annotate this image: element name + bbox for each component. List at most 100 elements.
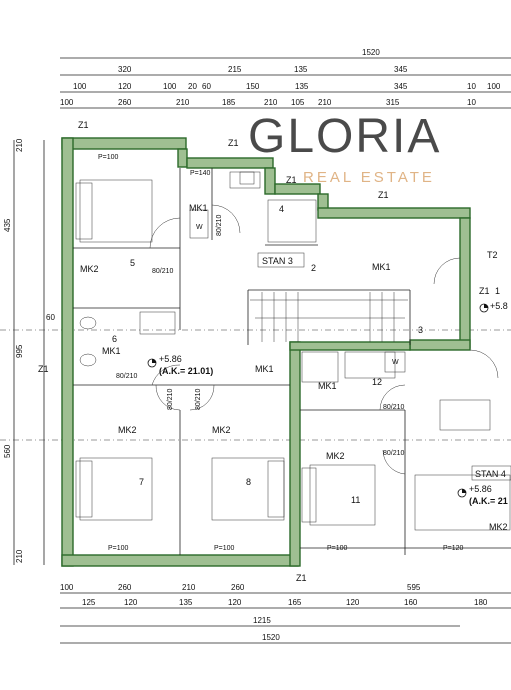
mark-w-a: W bbox=[196, 224, 203, 231]
mark-z1-f: Z1 bbox=[38, 364, 49, 374]
mark-mk1-a: MK1 bbox=[189, 203, 208, 213]
doors bbox=[149, 204, 499, 475]
label-stan-3: STAN 3 bbox=[262, 256, 293, 266]
dim-top-r4-1: 100 bbox=[60, 98, 74, 107]
staircase bbox=[250, 292, 408, 342]
room-number-4: 4 bbox=[279, 204, 284, 214]
dim-top-r3-8: 345 bbox=[394, 82, 408, 91]
mark-door-c: 80/210 bbox=[383, 404, 405, 411]
dim-bot-r2-3: 135 bbox=[179, 598, 193, 607]
dim-top-r3-3: 100 bbox=[163, 82, 177, 91]
mark-p100-b: P=100 bbox=[108, 545, 129, 552]
mark-p140: P=140 bbox=[190, 170, 211, 177]
level-ak-a: (A.K.= 21.01) bbox=[159, 366, 213, 376]
mark-mk2-a: MK2 bbox=[80, 264, 99, 274]
dim-top-r4-7: 210 bbox=[318, 98, 332, 107]
dim-top-r4-5: 210 bbox=[264, 98, 278, 107]
room-number-6: 6 bbox=[112, 334, 117, 344]
level-marks: +5.86 (A.K.= 21.01) +5.86 (A.K.= 21 +5.8 bbox=[147, 301, 508, 506]
furniture bbox=[75, 171, 511, 531]
mark-z1-b: Z1 bbox=[228, 138, 239, 148]
room-number-11: 11 bbox=[351, 495, 360, 505]
dim-top-r3-9: 10 bbox=[467, 82, 476, 91]
dim-top-r3-5: 60 bbox=[202, 82, 211, 91]
company-logo: GLORIA REAL ESTATE bbox=[248, 110, 441, 186]
exterior-walls bbox=[61, 137, 471, 567]
room-number-3: 3 bbox=[418, 325, 423, 335]
dim-bot-r2-2: 120 bbox=[124, 598, 138, 607]
mark-z1-g: Z1 bbox=[296, 573, 307, 583]
dim-bot-r2-4: 120 bbox=[228, 598, 242, 607]
dim-top-r2-2: 215 bbox=[228, 65, 242, 74]
dim-left-3: 60 bbox=[46, 313, 55, 322]
dim-bot-r2-8: 180 bbox=[474, 598, 488, 607]
dim-top-r3-6: 150 bbox=[246, 82, 260, 91]
mark-p100-a: P=100 bbox=[98, 154, 119, 161]
mark-w-b: W bbox=[392, 359, 399, 366]
mark-mk1-b: MK1 bbox=[372, 262, 391, 272]
dim-bot-r2-7: 160 bbox=[404, 598, 418, 607]
mark-door-e: 80/210 bbox=[216, 214, 223, 236]
logo-name: GLORIA bbox=[248, 110, 441, 163]
level-value-c: +5.8 bbox=[490, 301, 508, 311]
plan-markers: Z1 Z1 Z1 Z1 Z1 Z1 Z1 MK1 MK1 MK1 MK1 MK1… bbox=[38, 120, 508, 583]
mark-door-g: 80/210 bbox=[195, 388, 202, 410]
dim-top-r3-10: 100 bbox=[487, 82, 501, 91]
mark-door-f: 80/210 bbox=[167, 388, 174, 410]
mark-door-b: 80/210 bbox=[116, 373, 138, 380]
dim-bot-r1-5: 595 bbox=[407, 583, 421, 592]
dim-left-2: 435 bbox=[3, 218, 12, 232]
axis-lines bbox=[0, 329, 511, 441]
mark-z1-d: Z1 bbox=[378, 190, 389, 200]
mark-door-d: 80/210 bbox=[383, 450, 405, 457]
level-value-a: +5.86 bbox=[159, 354, 182, 364]
logo-subtitle: REAL ESTATE bbox=[303, 169, 435, 186]
dim-top-r2-3: 135 bbox=[294, 65, 308, 74]
mark-mk1-d: MK1 bbox=[255, 364, 274, 374]
room-number-8: 8 bbox=[246, 477, 251, 487]
dim-top-total: 1520 bbox=[362, 48, 380, 57]
mark-mk2-e: MK2 bbox=[489, 522, 508, 532]
mark-mk2-c: MK2 bbox=[212, 425, 231, 435]
dim-top-r4-9: 10 bbox=[467, 98, 476, 107]
dim-top-r4-6: 105 bbox=[291, 98, 305, 107]
dim-top-r4-4: 185 bbox=[222, 98, 236, 107]
dim-left-1: 210 bbox=[15, 138, 24, 152]
label-stan-4: STAN 4 bbox=[475, 469, 506, 479]
mark-mk1-e: MK1 bbox=[318, 381, 337, 391]
dim-left-4: 995 bbox=[15, 344, 24, 358]
mark-t2: T2 bbox=[487, 250, 498, 260]
mark-z1-e: Z1 bbox=[479, 286, 490, 296]
dim-bot-r1-2: 260 bbox=[118, 583, 132, 592]
dimensions-left: 210 435 60 995 560 210 bbox=[3, 138, 55, 565]
room-number-12: 12 bbox=[372, 377, 382, 387]
mark-door-a: 80/210 bbox=[152, 268, 174, 275]
room-number-1: 1 bbox=[495, 286, 500, 296]
mark-p100-d: P=100 bbox=[327, 545, 348, 552]
mark-z1-c: Z1 bbox=[286, 175, 297, 185]
dim-bot-r1-4: 260 bbox=[231, 583, 245, 592]
room-number-2: 2 bbox=[311, 263, 316, 273]
dimensions-bottom: 100 260 210 260 595 125 120 135 120 165 … bbox=[60, 583, 511, 644]
interior-walls bbox=[73, 168, 511, 555]
dim-top-r4-8: 315 bbox=[386, 98, 400, 107]
mark-p100-c: P=100 bbox=[214, 545, 235, 552]
room-number-5: 5 bbox=[130, 258, 135, 268]
dim-top-r2-1: 320 bbox=[118, 65, 132, 74]
level-value-b: +5.86 bbox=[469, 484, 492, 494]
dim-top-r3-4: 20 bbox=[188, 82, 197, 91]
dim-top-r3-7: 135 bbox=[295, 82, 309, 91]
dimensions-top: 1520 320 215 135 345 100 120 100 20 60 1… bbox=[60, 48, 511, 109]
mark-mk2-d: MK2 bbox=[326, 451, 345, 461]
mark-mk2-b: MK2 bbox=[118, 425, 137, 435]
dim-left-5: 560 bbox=[3, 444, 12, 458]
dim-top-r4-2: 260 bbox=[118, 98, 132, 107]
dim-bot-r2-5: 165 bbox=[288, 598, 302, 607]
mark-mk1-c: MK1 bbox=[102, 346, 121, 356]
room-number-7: 7 bbox=[139, 477, 144, 487]
dim-top-r3-2: 120 bbox=[118, 82, 132, 91]
mark-z1-a: Z1 bbox=[78, 120, 89, 130]
dim-bot-sub: 1215 bbox=[253, 616, 271, 625]
mark-p120: P=120 bbox=[443, 545, 464, 552]
